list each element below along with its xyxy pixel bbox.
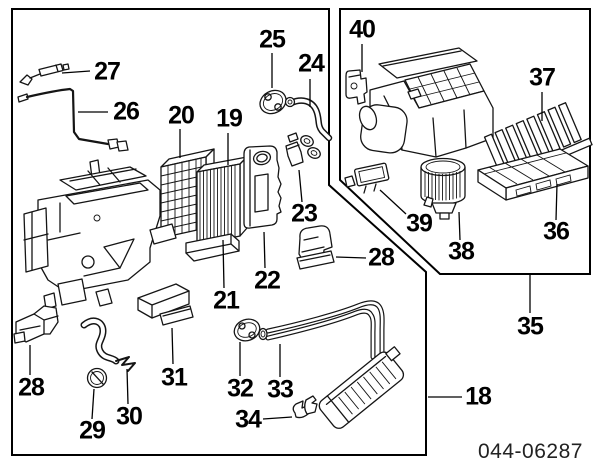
- part-26-art: [17, 87, 129, 152]
- part-28-left-art: [13, 305, 59, 344]
- part-39-art: [344, 162, 390, 194]
- callout-34: 34: [235, 405, 262, 434]
- part-18-case-art: [23, 159, 177, 310]
- part-36-art: [477, 148, 589, 201]
- callout-20: 20: [168, 101, 195, 130]
- callout-38: 38: [448, 237, 475, 266]
- callout-28-left: 28: [18, 373, 45, 402]
- drawing-number: 044-06287: [478, 440, 583, 463]
- callout-21: 21: [213, 286, 240, 315]
- callout-37: 37: [529, 63, 556, 92]
- part-27-art: [19, 63, 70, 86]
- callout-30: 30: [116, 402, 143, 431]
- callout-39: 39: [406, 209, 433, 238]
- callout-31: 31: [161, 363, 188, 392]
- part-19-art: [196, 156, 248, 246]
- callout-36: 36: [543, 217, 570, 246]
- callout-25: 25: [259, 25, 286, 54]
- callout-23: 23: [291, 199, 318, 228]
- part-28-right-art: [296, 225, 335, 270]
- callout-26: 26: [113, 97, 140, 126]
- callout-33: 33: [267, 375, 294, 404]
- part-33-pipes-art: [258, 300, 385, 360]
- leader-lines: [29, 44, 558, 420]
- part-21-art: [185, 233, 240, 262]
- callout-19: 19: [216, 104, 243, 133]
- part-32-art: [233, 318, 261, 342]
- callout-32: 32: [227, 374, 254, 403]
- callout-24: 24: [298, 49, 325, 78]
- part-40-art: [345, 69, 368, 105]
- part-29-art: [86, 367, 108, 389]
- callout-27: 27: [94, 57, 121, 86]
- callout-35: 35: [517, 312, 544, 341]
- callout-40: 40: [349, 15, 376, 44]
- part-22-art: [243, 145, 282, 229]
- part-24-art: [284, 96, 333, 159]
- part-38-art: [420, 157, 466, 220]
- part-34-art: [292, 395, 318, 419]
- part-18-heater-core-art: [318, 346, 405, 429]
- callout-29: 29: [79, 416, 106, 445]
- part-31-art: [137, 283, 194, 326]
- part-23-art: [285, 132, 304, 167]
- part-25-art: [259, 89, 287, 115]
- part-35-housing-art: [358, 47, 494, 158]
- callout-18: 18: [465, 382, 492, 411]
- callout-28-right: 28: [368, 243, 395, 272]
- part-30-art: [80, 317, 136, 372]
- callout-22: 22: [254, 266, 281, 295]
